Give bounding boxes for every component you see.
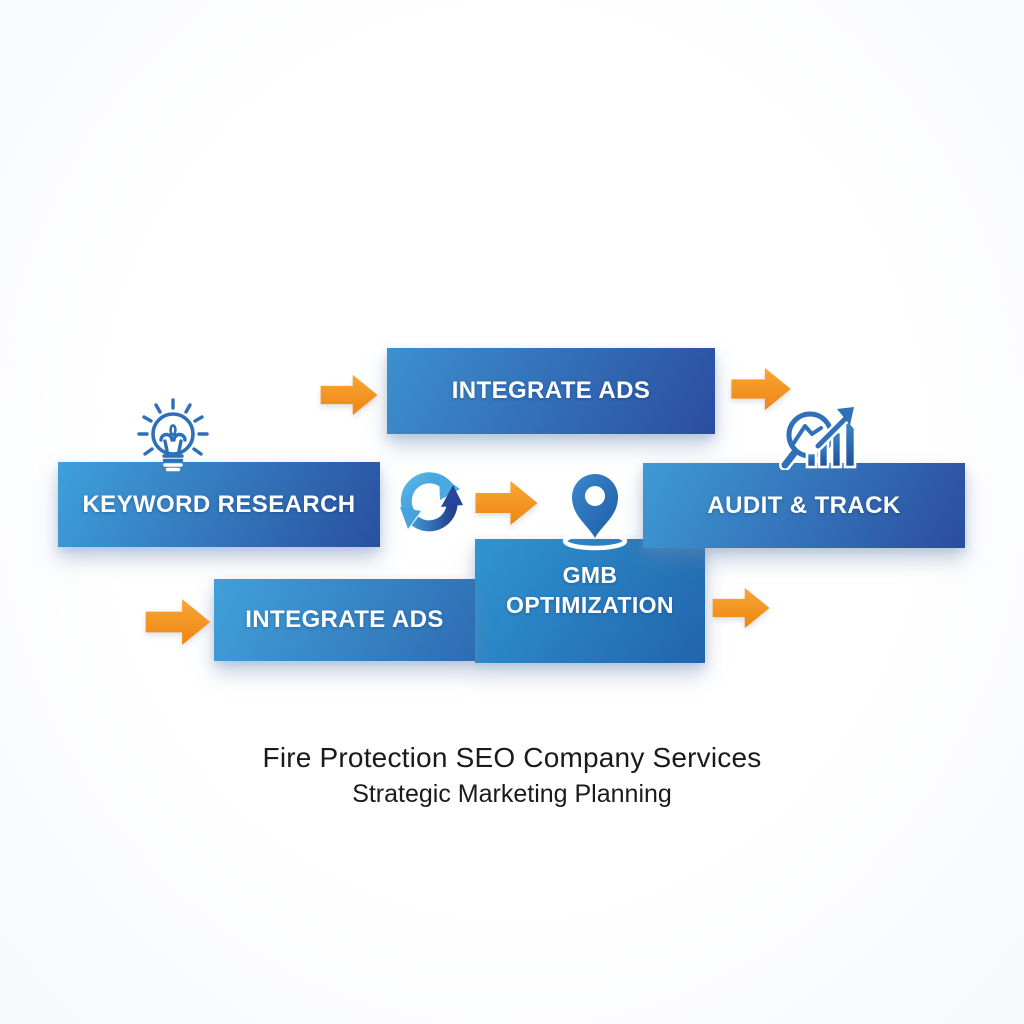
- node-label: AUDIT & TRACK: [707, 491, 901, 519]
- node-label: KEYWORD RESEARCH: [82, 490, 356, 518]
- flow-arrow-right-5: [712, 587, 770, 629]
- flow-arrow-right-1: [320, 374, 378, 416]
- node-integrate-ads-bottom: INTEGRATE ADS: [214, 579, 475, 661]
- flow-arrow-right-2: [731, 367, 791, 411]
- node-label: INTEGRATE ADS: [451, 377, 651, 404]
- sync-arrows-icon: [400, 472, 463, 532]
- caption-subtitle: Strategic Marketing Planning: [352, 780, 672, 808]
- diagram-caption: Fire Protection SEO Company Services Str…: [0, 742, 1024, 809]
- location-pin-icon: [562, 474, 628, 551]
- gmb-label-line1: GMB: [562, 562, 618, 589]
- node-label: INTEGRATE ADS: [245, 606, 444, 633]
- caption-title: Fire Protection SEO Company Services: [262, 742, 762, 773]
- lightbulb-idea-icon: [137, 398, 209, 472]
- flow-arrow-right-4: [145, 599, 211, 645]
- flow-arrow-right-3: [475, 481, 538, 525]
- gmb-label-line2: OPTIMIZATION: [506, 592, 674, 618]
- node-keyword-research: KEYWORD RESEARCH: [58, 462, 380, 547]
- node-label: GMB OPTIMIZATION: [506, 561, 674, 621]
- node-audit-track: AUDIT & TRACK: [643, 463, 965, 548]
- node-gmb-optimization: GMB OPTIMIZATION: [475, 539, 705, 663]
- node-integrate-ads-top: INTEGRATE ADS: [387, 348, 715, 434]
- magnifier-growth-chart-icon: [779, 404, 858, 470]
